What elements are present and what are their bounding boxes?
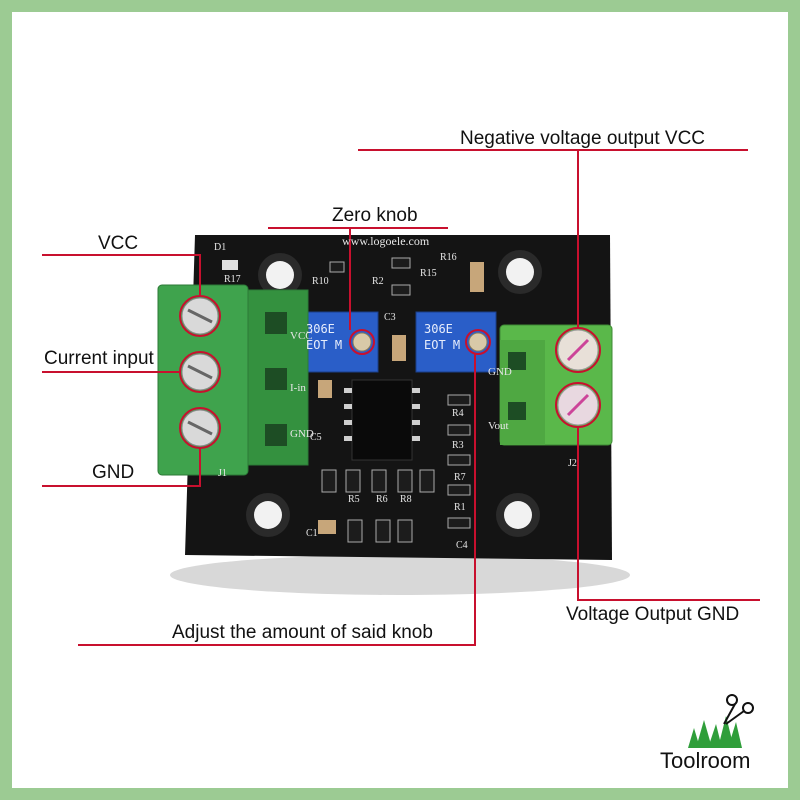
silk-r1: R1: [454, 502, 466, 513]
silk-d1: D1: [214, 242, 227, 253]
ic-pins: [344, 388, 420, 441]
silk-r4: R4: [452, 408, 464, 419]
silk-r8: R8: [400, 494, 412, 505]
label-gnd: GND: [92, 462, 135, 483]
label-zero-knob: Zero knob: [332, 205, 418, 226]
silk-r7: R7: [454, 472, 466, 483]
silk-c5: C5: [310, 432, 322, 443]
silk-r17: R17: [224, 274, 241, 285]
output-terminal-block: [499, 324, 613, 446]
silk-vout: Vout: [488, 420, 509, 432]
silk-r3: R3: [452, 440, 464, 451]
callout-lines: [42, 149, 760, 646]
board-shadow: [170, 555, 630, 595]
pot-right-code: 306E: [424, 322, 453, 336]
label-voltage-output-gnd: Voltage Output GND: [566, 604, 740, 625]
label-adjust-knob: Adjust the amount of said knob: [172, 622, 433, 643]
silk-gnd: GND: [290, 428, 314, 440]
silk-c3: C3: [384, 312, 396, 323]
silk-c1: C1: [306, 528, 318, 539]
silk-r6: R6: [376, 494, 388, 505]
brand-name: Toolroom: [660, 748, 751, 773]
silk-gnd2: GND: [488, 366, 512, 378]
pot-right-sub: EOT M: [424, 338, 461, 352]
silk-j1: J1: [218, 468, 227, 479]
silk-iin: I-in: [290, 382, 306, 394]
label-vcc: VCC: [98, 233, 139, 254]
silk-j2: J2: [568, 458, 577, 469]
smd-components: [222, 257, 484, 543]
label-negative-vcc: Negative voltage output VCC: [460, 128, 706, 149]
mounting-holes: [246, 250, 542, 537]
silk-r15: R15: [420, 268, 437, 279]
silk-c4: C4: [456, 540, 468, 551]
silk-r10: R10: [312, 276, 329, 287]
silk-r2: R2: [372, 276, 384, 287]
pot-left-sub: EOT M: [306, 338, 343, 352]
silk-r5: R5: [348, 494, 360, 505]
silk-vcc: VCC: [290, 330, 313, 342]
label-current-input: Current input: [44, 348, 154, 369]
pot-left-code: 306E: [306, 322, 335, 336]
ic-chip: [351, 379, 413, 461]
board-url: www.logoele.com: [342, 234, 430, 248]
silk-r16: R16: [440, 252, 457, 263]
span-potentiometer: [415, 311, 497, 373]
